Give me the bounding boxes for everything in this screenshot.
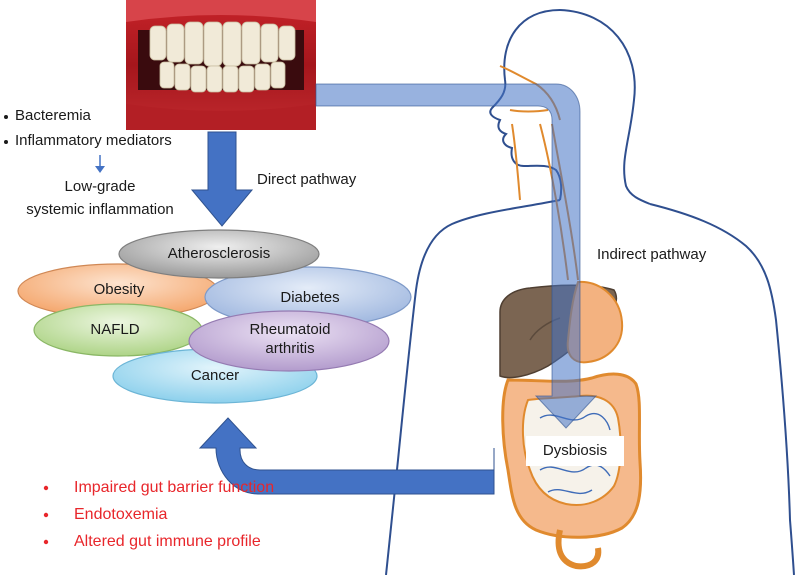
label-rheumatoid-line2: arthritis xyxy=(265,340,315,357)
effect-altered-gut-immune: Altered gut immune profile xyxy=(74,533,261,550)
ellipse-atherosclerosis xyxy=(118,229,320,279)
indirect-pathway-label: Indirect pathway xyxy=(597,246,707,263)
label-nafld: NAFLD xyxy=(90,321,140,338)
list-item-inflammatory-mediators: Inflammatory mediators xyxy=(15,132,172,149)
label-obesity: Obesity xyxy=(93,281,145,298)
direct-pathway-label: Direct pathway xyxy=(257,171,357,188)
bullets xyxy=(4,115,49,545)
low-grade-label: Low-grade xyxy=(64,178,136,195)
list-item-bacteremia: Bacteremia xyxy=(15,107,91,124)
effect-impaired-gut-barrier: Impaired gut barrier function xyxy=(74,479,275,496)
direct-pathway-arrow xyxy=(190,131,254,227)
dysbiosis-label: Dysbiosis xyxy=(526,436,624,466)
small-down-arrow xyxy=(95,155,105,173)
systemic-inflammation-label: systemic inflammation xyxy=(26,201,174,218)
label-rheumatoid-line1: Rheumatoid xyxy=(249,321,331,338)
label-atherosclerosis: Atherosclerosis xyxy=(167,245,271,262)
ellipse-rheumatoid xyxy=(188,310,390,372)
teeth-photo xyxy=(126,0,316,130)
effect-endotoxemia: Endotoxemia xyxy=(74,506,168,523)
indirect-pathway-arrow xyxy=(315,83,598,429)
label-cancer: Cancer xyxy=(190,367,240,384)
gut-to-disease-arrow xyxy=(198,417,495,495)
disease-ellipses xyxy=(17,229,412,404)
label-diabetes: Diabetes xyxy=(280,289,340,306)
